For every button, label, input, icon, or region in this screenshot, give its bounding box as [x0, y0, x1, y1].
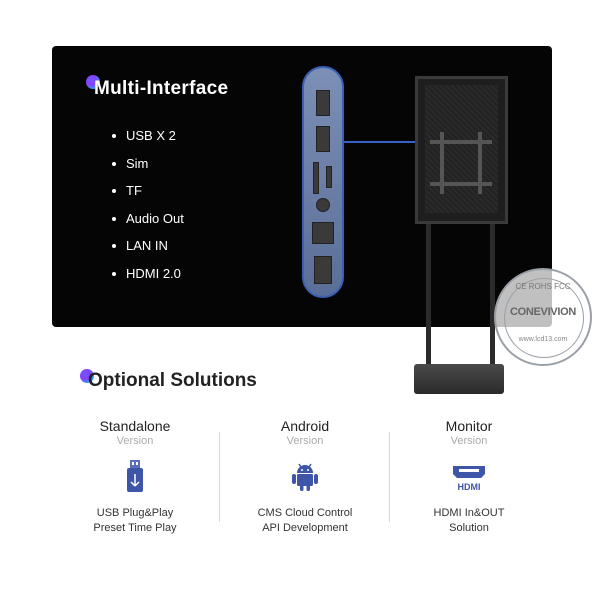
lan-port-icon — [312, 222, 334, 244]
kiosk-back-panel — [425, 85, 498, 213]
interface-item: LAN IN — [112, 236, 184, 264]
hdmi-icon: HDMI — [386, 458, 552, 496]
hdmi-port-icon — [314, 256, 332, 284]
usb-port-icon — [316, 126, 330, 152]
solution-desc-line: Preset Time Play — [93, 522, 177, 534]
hdmi-icon-label: HDMI — [458, 482, 481, 492]
interface-item: Sim — [112, 154, 184, 182]
bullet-orb-icon — [80, 369, 94, 383]
column-divider — [219, 432, 220, 522]
connector-line — [344, 141, 418, 143]
stand-pole — [490, 224, 495, 366]
sim-slot-icon — [313, 162, 319, 194]
solution-title: Monitor — [445, 418, 493, 434]
solution-android: Android Version CMS Cloud Control API De… — [222, 418, 388, 536]
stamp-top-text: CE ROHS FCC — [515, 282, 571, 291]
solution-title: Android — [280, 418, 330, 434]
solution-subtitle: Version — [116, 435, 154, 447]
stamp-brand: CONEVIVION — [509, 306, 577, 318]
mount-bracket — [440, 132, 444, 194]
certification-stamp: CE ROHS FCC CONEVIVION www.lcd13.com — [494, 268, 592, 366]
mount-bracket — [478, 132, 482, 194]
solution-desc-line: API Development — [262, 522, 348, 534]
usb-port-icon — [316, 90, 330, 116]
android-icon — [222, 458, 388, 496]
audio-jack-icon — [316, 198, 330, 212]
solution-subtitle: Version — [450, 435, 488, 447]
mount-bracket — [430, 140, 492, 144]
mount-bracket — [430, 182, 492, 186]
solution-monitor: Monitor Version HDMI HDMI In&OUT Solutio… — [386, 418, 552, 536]
solution-standalone: Standalone Version USB Plug&Play Preset … — [52, 418, 218, 536]
bullet-orb-icon — [86, 75, 100, 89]
interface-item: TF — [112, 181, 184, 209]
solution-desc-line: CMS Cloud Control — [257, 507, 353, 519]
interface-list: USB X 2 Sim TF Audio Out LAN IN HDMI 2.0 — [112, 126, 184, 291]
solution-title: Standalone — [99, 418, 171, 434]
port-strip — [302, 66, 344, 298]
usb-drive-icon — [52, 458, 218, 496]
stand-pole — [426, 224, 431, 366]
solution-desc-line: HDMI In&OUT — [433, 507, 505, 519]
tf-slot-icon — [326, 166, 332, 188]
solution-desc-line: Solution — [449, 522, 489, 534]
stand-base — [414, 364, 504, 394]
solution-subtitle: Version — [286, 435, 324, 447]
optional-title: Optional Solutions — [88, 370, 257, 391]
interface-item: Audio Out — [112, 209, 184, 237]
interface-item: HDMI 2.0 — [112, 264, 184, 292]
column-divider — [389, 432, 390, 522]
interface-item: USB X 2 — [112, 126, 184, 154]
interface-title: Multi-Interface — [94, 78, 229, 99]
kiosk-screen — [415, 76, 508, 224]
solution-desc-line: USB Plug&Play — [96, 507, 174, 519]
stamp-bottom-text: www.lcd13.com — [518, 336, 568, 343]
stamp-ring — [504, 278, 584, 358]
